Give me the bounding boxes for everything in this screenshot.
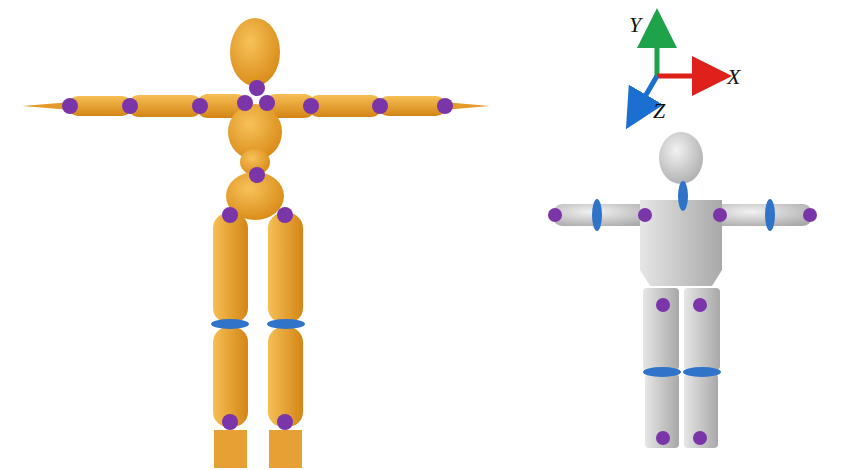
axis-label: Y xyxy=(629,14,641,36)
axis-triad xyxy=(636,28,712,112)
grey-robot xyxy=(548,132,817,448)
orange-humanoid xyxy=(22,18,490,468)
axis-label: X xyxy=(727,66,740,88)
axis-label: Z xyxy=(653,100,665,122)
